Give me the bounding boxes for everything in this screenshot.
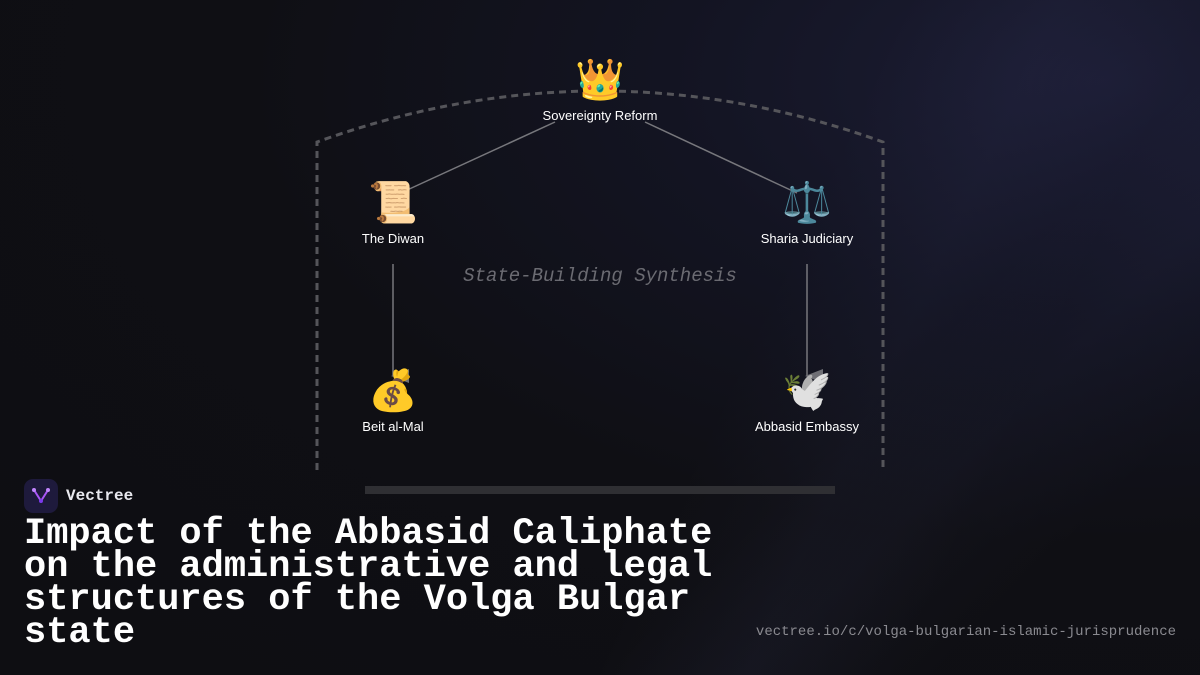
node-label: The Diwan bbox=[361, 231, 425, 246]
node-the-diwan: 📜 The Diwan bbox=[293, 179, 493, 246]
edge-sovereignty-diwan bbox=[404, 121, 556, 192]
diagram-center-label: State-Building Synthesis bbox=[463, 265, 737, 287]
dove-icon: 🕊️ bbox=[782, 369, 832, 413]
node-label: Sovereignty Reform bbox=[542, 108, 658, 123]
arch-frame bbox=[315, 89, 885, 470]
node-sharia-judiciary: ⚖️ Sharia Judiciary bbox=[707, 179, 907, 246]
money-bag-icon: 💰 bbox=[368, 369, 418, 413]
scroll-icon: 📜 bbox=[368, 181, 418, 225]
node-beit-al-mal: 💰 Beit al-Mal bbox=[293, 367, 493, 434]
node-abbasid-embassy: 🕊️ Abbasid Embassy bbox=[707, 367, 907, 434]
node-sovereignty-reform: 👑 Sovereignty Reform bbox=[500, 56, 700, 123]
node-label: Sharia Judiciary bbox=[760, 231, 854, 246]
vectree-logo-icon bbox=[24, 479, 58, 513]
node-label: Abbasid Embassy bbox=[754, 419, 860, 434]
source-url[interactable]: vectree.io/c/volga-bulgarian-islamic-jur… bbox=[755, 624, 1176, 640]
page-title: Impact of the Abbasid Caliphate on the a… bbox=[24, 513, 713, 654]
scales-icon: ⚖️ bbox=[782, 181, 832, 225]
edge-sovereignty-judiciary bbox=[644, 121, 798, 194]
crown-icon: 👑 bbox=[575, 58, 625, 102]
brand-name: Vectree bbox=[66, 487, 134, 505]
node-label: Beit al-Mal bbox=[362, 419, 424, 434]
arch-base-bar bbox=[365, 486, 835, 494]
brand: Vectree bbox=[24, 479, 133, 513]
